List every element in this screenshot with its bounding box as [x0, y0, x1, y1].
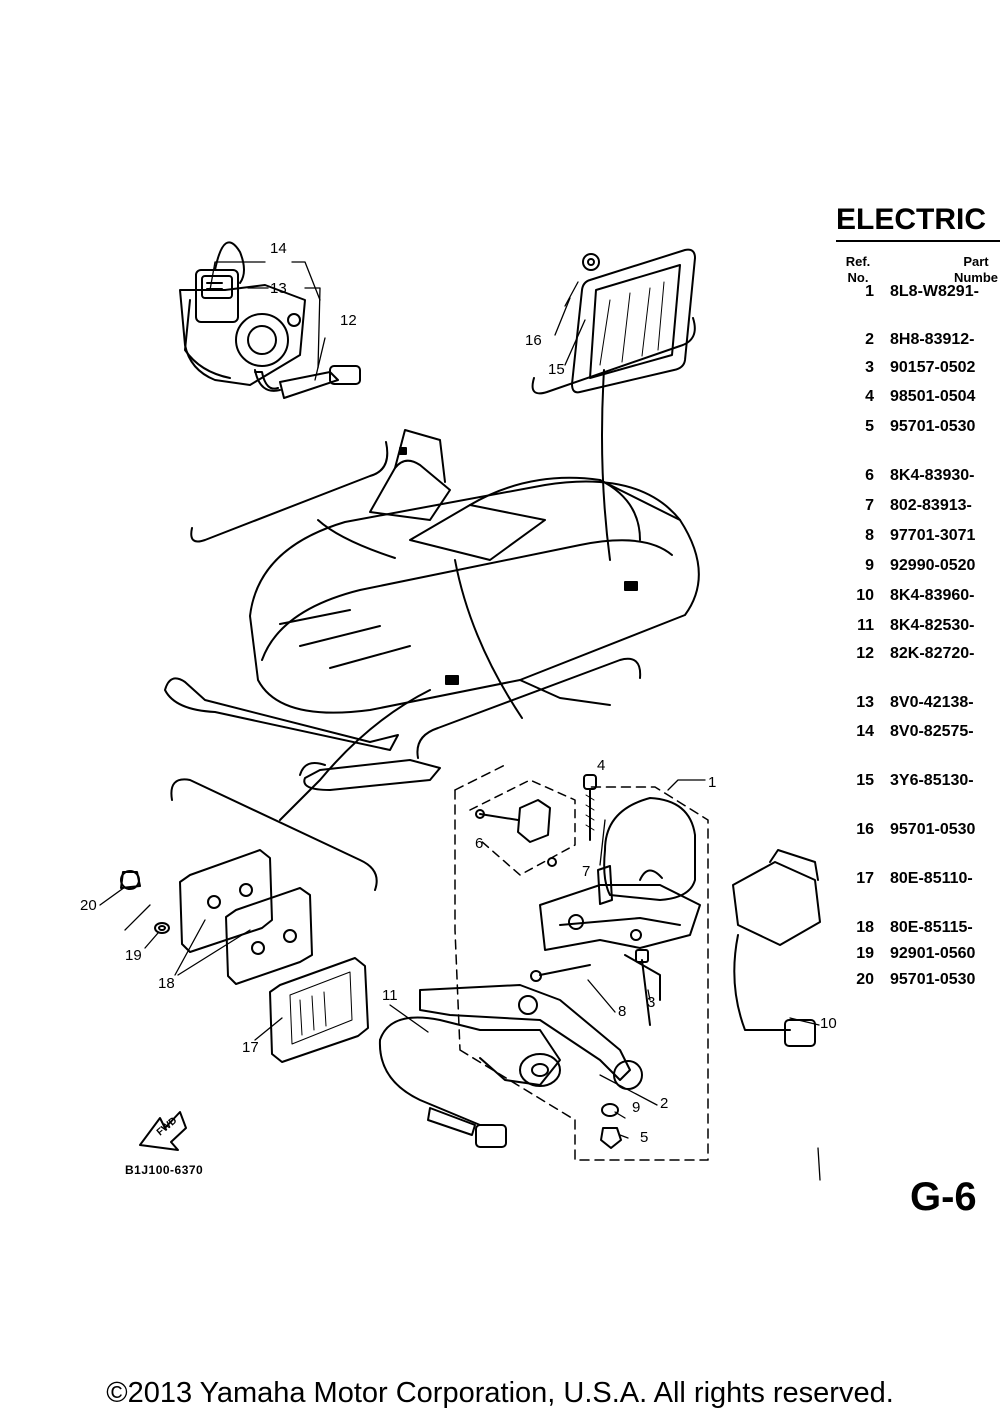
inset-border-upper-left [190, 441, 389, 543]
callout-11: 11 [382, 987, 398, 1004]
callout-9: 9 [632, 1099, 640, 1116]
callout-20: 20 [80, 897, 97, 914]
callout-2: 2 [660, 1095, 668, 1112]
taillight-part [120, 849, 369, 1063]
callout-7: 7 [582, 863, 590, 880]
callout-1: 1 [708, 774, 716, 791]
callout-14: 14 [270, 240, 287, 257]
snowmobile-body [164, 429, 700, 791]
callout-17: 17 [242, 1039, 259, 1056]
callout-18: 18 [158, 975, 175, 992]
throttle-case-part [179, 241, 361, 399]
leader-line-taillight [279, 689, 431, 821]
leader-line-throttle [317, 519, 396, 559]
header-ref-no: Ref. No. [845, 254, 871, 285]
callout-15: 15 [548, 361, 565, 378]
inset-border-upper-right [531, 317, 696, 395]
callout-3: 3 [647, 994, 655, 1011]
callout-13: 13 [270, 280, 287, 297]
header-part-number: Part Numbe [953, 254, 999, 285]
title-underline [836, 240, 1000, 242]
leader-line-brake-lever [454, 559, 523, 719]
copyright-notice: ©2013 Yamaha Motor Corporation, U.S.A. A… [106, 1377, 894, 1409]
callout-labels: 1 2 3 4 5 6 7 8 9 10 11 12 13 14 15 16 1… [80, 240, 837, 1146]
callout-12: 12 [340, 312, 357, 329]
callout-10: 10 [820, 1015, 837, 1032]
leader-line-reflector [601, 369, 611, 561]
inset-border-lower-left [170, 778, 378, 891]
callout-4: 4 [597, 757, 605, 774]
reflector-part [571, 248, 696, 394]
diagram-code: B1J100-6370 [125, 1163, 204, 1177]
page-number: G-6 [910, 1175, 977, 1219]
callout-16: 16 [525, 332, 542, 349]
parts-list-title: ELECTRIC [836, 203, 986, 236]
fwd-arrow-icon [139, 1111, 187, 1151]
callout-6: 6 [475, 835, 483, 852]
callout-19: 19 [125, 947, 142, 964]
brake-lever-assembly [378, 764, 821, 1161]
callout-8: 8 [618, 1003, 626, 1020]
inset-border-lower-right [416, 657, 642, 759]
callout-5: 5 [640, 1129, 648, 1146]
